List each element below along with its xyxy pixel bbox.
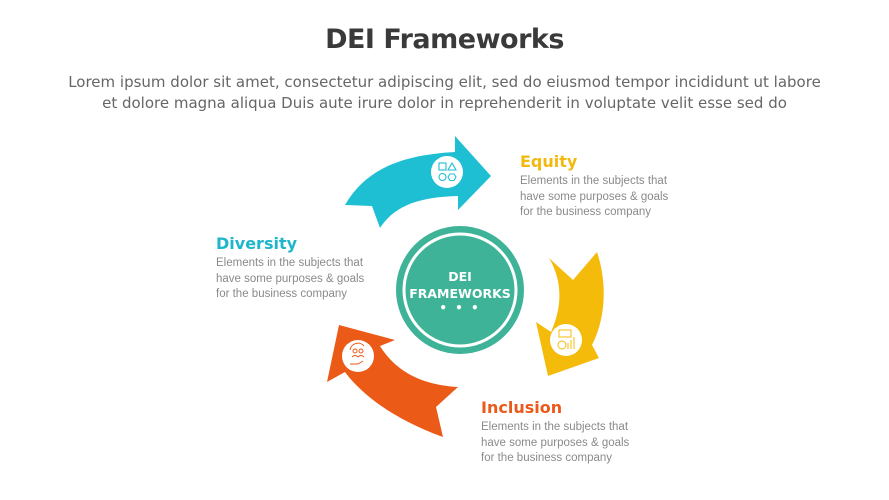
diversity-title: Diversity [216, 234, 298, 253]
center-dots: • • • [439, 301, 481, 315]
desc-line: Elements in the subjects that [481, 421, 629, 433]
inclusion-block: Inclusion Elements in the subjects that … [481, 398, 629, 467]
desc-line: have some purposes & goals [216, 272, 365, 285]
finance-chart-icon [557, 329, 575, 350]
people-cycle-hand-icon [349, 342, 365, 365]
center-line1: DEI [448, 269, 472, 284]
equity-desc: Elements in the subjects that have some … [520, 174, 668, 221]
desc-line: Elements in the subjects that [216, 257, 364, 269]
desc-line: have some purposes & goals [481, 436, 630, 449]
desc-line: for the business company [216, 288, 348, 300]
center-label: DEI FRAMEWORKS • • • [400, 268, 520, 314]
center-circle [396, 226, 524, 354]
desc-line: have some purposes & goals [520, 190, 669, 203]
page-title: DEI Frameworks [325, 24, 564, 55]
center-line2: FRAMEWORKS [409, 286, 511, 301]
page-subtitle: Lorem ipsum dolor sit amet, consectetur … [20, 72, 869, 114]
desc-line: Elements in the subjects that [520, 175, 668, 187]
inclusion-desc: Elements in the subjects that have some … [481, 420, 629, 467]
equity-block: Equity Elements in the subjects that hav… [520, 152, 668, 221]
shapes-icon [438, 161, 457, 182]
equity-title: Equity [520, 152, 578, 171]
subtitle-line: et dolore magna aliqua Duis aute irure d… [102, 94, 787, 112]
desc-line: for the business company [481, 452, 613, 464]
top-arrow [345, 136, 491, 228]
diversity-desc: Elements in the subjects that have some … [216, 256, 364, 303]
left-arrow [327, 325, 458, 437]
right-arrow [536, 252, 604, 376]
subtitle-line: Lorem ipsum dolor sit amet, consectetur … [68, 73, 821, 91]
diversity-block: Diversity Elements in the subjects that … [216, 234, 364, 303]
desc-line: for the business company [520, 206, 652, 218]
inclusion-title: Inclusion [481, 398, 563, 417]
